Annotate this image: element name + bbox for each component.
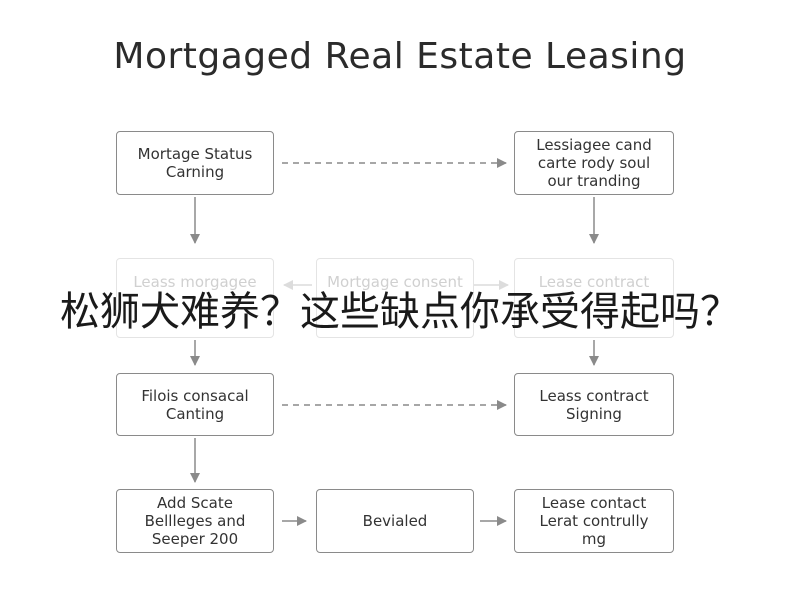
node-filois: Filois consacal Canting: [116, 373, 274, 436]
node-mortgage-consent: Mortgage consent: [316, 258, 474, 338]
node-lessiagee: Lessiagee cand carte rody soul our trand…: [514, 131, 674, 195]
node-leass-contract-signing: Leass contract Signing: [514, 373, 674, 436]
node-lease-contact: Lease contact Lerat contrully mg: [514, 489, 674, 553]
diagram-title: Mortgaged Real Estate Leasing: [113, 36, 687, 77]
node-lease-contract-faded: Lease contract: [514, 258, 674, 338]
node-add-scate: Add Scate Bellleges and Seeper 200: [116, 489, 274, 553]
overlay-caption: 松狮犬难养？这些缺点你承受得起吗？: [60, 289, 740, 335]
node-mortgage-status: Mortage Status Carning: [116, 131, 274, 195]
node-leass-morgagee: Leass morgagee: [116, 258, 274, 338]
node-bevialed: Bevialed: [316, 489, 474, 553]
